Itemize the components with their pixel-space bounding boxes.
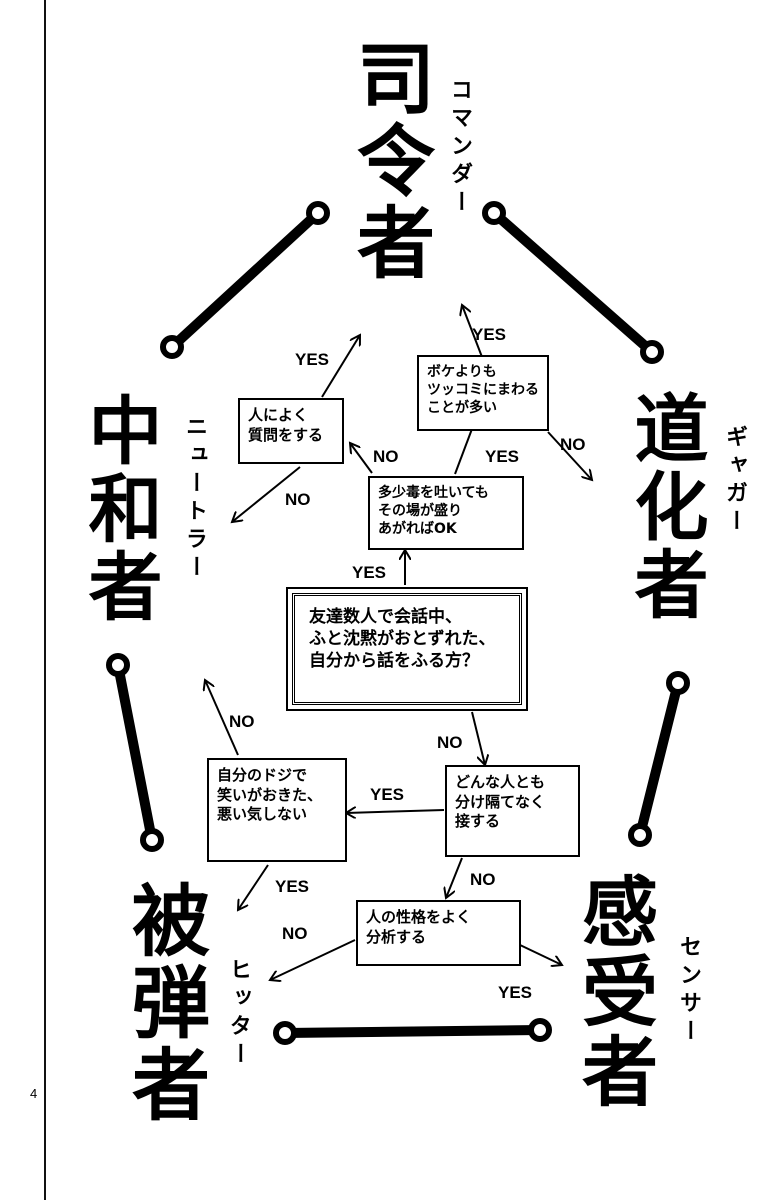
answer-yes-joke: YES: [485, 447, 520, 466]
reading-hitter: ヒッター: [226, 958, 251, 1070]
type-commander: 司令者: [344, 38, 435, 284]
question-treat-all: どんな人とも 分け隔てなく 接する: [445, 765, 580, 857]
type-links: [113, 208, 683, 1038]
answer-no-boke: NO: [560, 435, 586, 454]
reading-sensor: センサー: [676, 935, 701, 1047]
answer-no-ask: NO: [285, 490, 311, 509]
page-number: 4: [30, 1086, 38, 1101]
reading-clown: ギャガー: [722, 425, 747, 537]
answer-yes-ask: YES: [295, 350, 330, 369]
margin-line: [44, 0, 46, 1200]
type-hitter: 被弾者: [119, 880, 210, 1126]
answer-no-treat: NO: [470, 870, 496, 889]
answer-yes-analyze: YES: [498, 983, 533, 1002]
type-sensor: 感受者: [569, 872, 658, 1112]
answer-no-analyze: NO: [282, 924, 308, 943]
answer-yes-start: YES: [352, 563, 387, 582]
answer-no-mistake: NO: [229, 712, 255, 731]
answer-yes-boke: YES: [472, 325, 507, 344]
type-neutral: 中和者: [76, 392, 162, 626]
reading-neutral: ニュートラー: [182, 415, 207, 583]
question-own-mistake: 自分のドジで 笑いがおきた、 悪い気しない: [207, 758, 347, 862]
question-ask-people: 人によく 質問をする: [238, 398, 344, 464]
reading-commander: コマンダー: [447, 78, 472, 218]
answer-yes-mistake: YES: [275, 877, 310, 896]
type-clown: 道化者: [622, 390, 708, 624]
answer-yes-treat: YES: [370, 785, 405, 804]
question-start: 友達数人で会話中、 ふと沈黙がおとずれた、 自分から話をふる方？: [286, 587, 528, 711]
answer-no-joke: NO: [373, 447, 399, 466]
question-boke: ボケよりも ツッコミにまわる ことが多い: [417, 355, 549, 431]
question-analyze: 人の性格をよく 分析する: [356, 900, 521, 966]
question-joke-ok: 多少毒を吐いても その場が盛り あがればOK: [368, 476, 524, 550]
answer-no-start: NO: [437, 733, 463, 752]
